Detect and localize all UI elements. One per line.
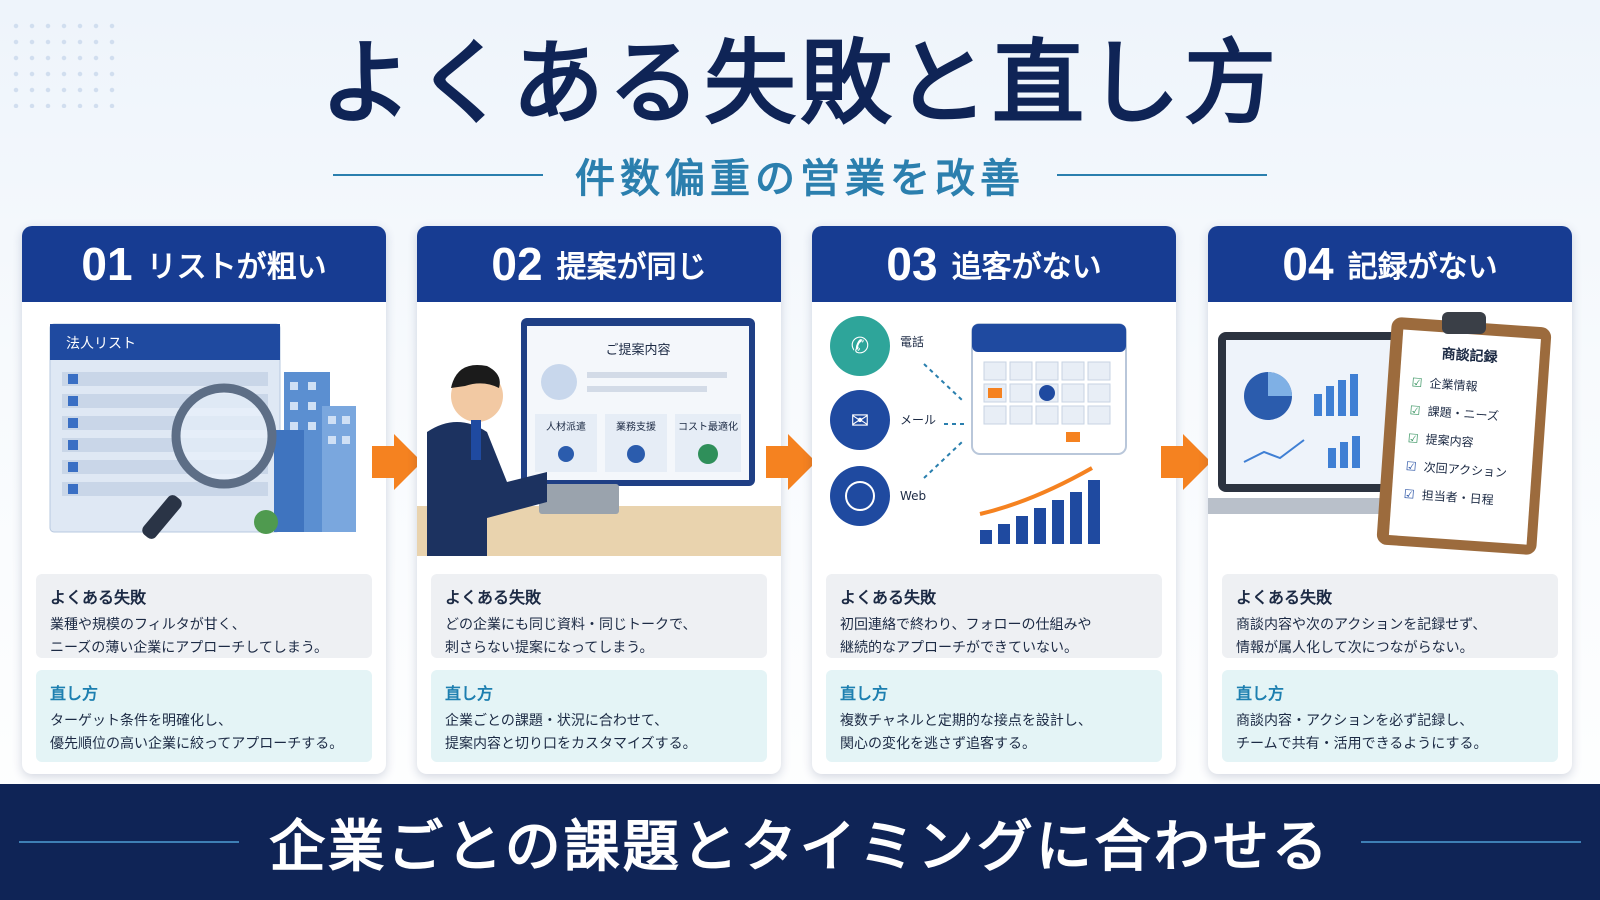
card-number: 03 xyxy=(886,238,938,290)
svg-text:☑: ☑ xyxy=(1405,459,1417,474)
card-number: 01 xyxy=(81,238,133,290)
footer-message: 企業ごとの課題とタイミングに合わせる xyxy=(269,814,1331,880)
common-failure-box: よくある失敗 初回連絡で終わり、フォローの仕組みや 継続的なアプローチができてい… xyxy=(826,574,1162,658)
svg-text:☑: ☑ xyxy=(1403,487,1415,502)
fix-heading: 直し方 xyxy=(50,684,99,703)
checklist-item: 企業情報 xyxy=(1429,375,1478,393)
failure-text-line: 商談内容や次のアクションを記録せず、 xyxy=(1236,617,1487,633)
fix-text-line: チームで共有・活用できるようにする。 xyxy=(1236,736,1488,752)
subtitle-row: 件数偏重の営業を改善 xyxy=(0,148,1600,202)
decorative-dots xyxy=(8,18,118,108)
card-follow-up: 03 追客がない ✆ 電話 ✉ メール Web xyxy=(812,226,1176,774)
failure-heading: よくある失敗 xyxy=(445,588,542,607)
failure-text-line: 情報が属人化して次につながらない。 xyxy=(1236,640,1474,656)
checklist-item: 担当者・日程 xyxy=(1421,487,1494,507)
presenter-illustration: ご提案内容 人材派遣 業務支援 コスト最適化 xyxy=(417,318,781,556)
service-item-label: コスト最適化 xyxy=(678,420,738,433)
card-header: 04 記録がない xyxy=(1208,226,1572,302)
fix-heading: 直し方 xyxy=(1236,684,1285,703)
common-failure-box: よくある失敗 どの企業にも同じ資料・同じトークで、 刺さらない提案になってしまう… xyxy=(431,574,767,658)
phone-icon: ✆ xyxy=(851,334,869,359)
card-header: 02 提案が同じ xyxy=(417,226,781,302)
footer-banner: 企業ごとの課題とタイミングに合わせる xyxy=(0,784,1600,900)
svg-text:☑: ☑ xyxy=(1407,431,1419,446)
failure-heading: よくある失敗 xyxy=(50,588,147,607)
card-list: 01 リストが粗い 法人リスト よくある失敗 業種 xyxy=(22,226,386,774)
failure-text-line: 継続的なアプローチができていない。 xyxy=(840,640,1078,656)
service-item-label: 業務支援 xyxy=(616,420,656,433)
list-label: 法人リスト xyxy=(66,336,136,352)
failure-text-line: ニーズの薄い企業にアプローチしてしまう。 xyxy=(50,640,329,656)
proposal-label: ご提案内容 xyxy=(605,342,670,358)
channel-label: Web xyxy=(900,489,926,503)
card-number: 04 xyxy=(1282,238,1334,290)
fix-text-line: 優先順位の高い企業に絞ってアプローチする。 xyxy=(50,736,344,752)
channel-label: 電話 xyxy=(900,334,924,349)
card-header: 01 リストが粗い xyxy=(22,226,386,302)
service-item-label: 人材派遣 xyxy=(546,420,586,433)
fix-box: 直し方 企業ごとの課題・状況に合わせて、 提案内容と切り口をカスタマイズする。 xyxy=(431,670,767,762)
fix-box: 直し方 ターゲット条件を明確化し、 優先順位の高い企業に絞ってアプローチする。 xyxy=(36,670,372,762)
common-failure-box: よくある失敗 業種や規模のフィルタが甘く、 ニーズの薄い企業にアプローチしてしま… xyxy=(36,574,372,658)
subtitle-line-right xyxy=(1057,174,1267,176)
fix-heading: 直し方 xyxy=(445,684,494,703)
meeting-record-illustration: 商談記録 ☑ 企業情報 ☑ 課題・ニーズ ☑ 提案内容 ☑ 次回アクション ☑ 担当者・日… xyxy=(1208,312,1552,555)
fix-text-line: 提案内容と切り口をカスタマイズする。 xyxy=(445,736,697,752)
footer-line-right xyxy=(1360,841,1581,843)
checklist-item: 課題・ニーズ xyxy=(1427,403,1499,423)
channel-label: メール xyxy=(900,413,936,427)
card-header: 03 追客がない xyxy=(812,226,1176,302)
record-label: 商談記録 xyxy=(1441,345,1499,366)
fix-heading: 直し方 xyxy=(840,684,889,703)
follow-up-channels-illustration: ✆ 電話 ✉ メール Web xyxy=(830,316,1127,544)
failure-heading: よくある失敗 xyxy=(1236,588,1333,607)
card-title: リストが粗い xyxy=(146,250,327,285)
page-subtitle: 件数偏重の営業を改善 xyxy=(575,156,1025,202)
fix-box: 直し方 複数チャネルと定期的な接点を設計し、 関心の変化を逃さず追客する。 xyxy=(826,670,1162,762)
common-failure-box: よくある失敗 商談内容や次のアクションを記録せず、 情報が属人化して次につながら… xyxy=(1222,574,1558,658)
fix-text-line: 複数チャネルと定期的な接点を設計し、 xyxy=(840,713,1092,729)
failure-text-line: 業種や規模のフィルタが甘く、 xyxy=(50,617,246,633)
fix-text-line: 関心の変化を逃さず追客する。 xyxy=(840,736,1036,752)
corporate-list-illustration: 法人リスト xyxy=(49,323,356,539)
page-title: よくある失敗と直し方 xyxy=(319,30,1280,137)
svg-text:☑: ☑ xyxy=(1411,375,1423,390)
mail-icon: ✉ xyxy=(851,409,869,434)
failure-text-line: どの企業にも同じ資料・同じトークで、 xyxy=(445,617,697,633)
failure-text-line: 刺さらない提案になってしまう。 xyxy=(445,640,654,656)
fix-text-line: 企業ごとの課題・状況に合わせて、 xyxy=(445,713,669,729)
card-title: 提案が同じ xyxy=(556,250,707,285)
card-title: 記録がない xyxy=(1347,250,1498,285)
card-proposal: 02 提案が同じ ご提案内容 人材派遣 業務支援 コスト最適化 よくある失敗 ど… xyxy=(417,226,781,774)
card-number: 02 xyxy=(491,238,543,290)
fix-box: 直し方 商談内容・アクションを必ず記録し、 チームで共有・活用できるようにする。 xyxy=(1222,670,1558,762)
svg-text:☑: ☑ xyxy=(1409,403,1421,418)
failure-text-line: 初回連絡で終わり、フォローの仕組みや xyxy=(840,617,1092,633)
subtitle-line-left xyxy=(333,174,543,176)
card-records: 04 記録がない 商談記録 ☑ 企業情報 ☑ 課題・ニーズ ☑ 提案内容 ☑ 次回アクシ… xyxy=(1208,226,1572,774)
fix-text-line: ターゲット条件を明確化し、 xyxy=(50,713,232,729)
fix-text-line: 商談内容・アクションを必ず記録し、 xyxy=(1236,713,1474,729)
card-title: 追客がない xyxy=(951,250,1102,285)
checklist-item: 次回アクション xyxy=(1423,460,1507,480)
failure-heading: よくある失敗 xyxy=(840,588,937,607)
footer-line-left xyxy=(19,841,240,843)
checklist-item: 提案内容 xyxy=(1425,431,1474,449)
